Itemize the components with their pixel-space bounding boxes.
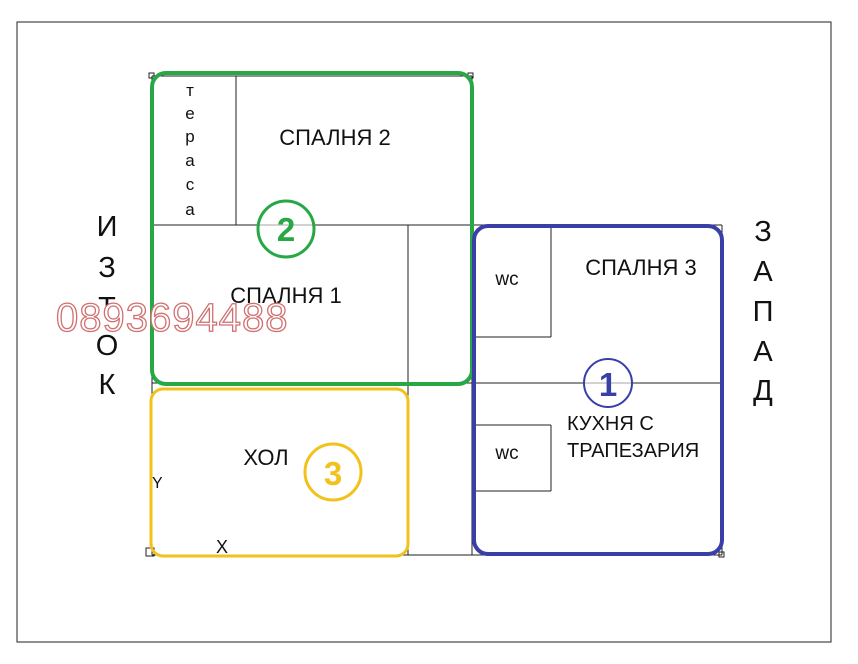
terrace-letter: е bbox=[185, 104, 194, 123]
room-label-bedroom-2: СПАЛНЯ 2 bbox=[279, 125, 390, 150]
zone-3-badge: 3 bbox=[303, 442, 363, 502]
compass-letter: П bbox=[753, 296, 774, 328]
terrace-letter: т bbox=[186, 81, 194, 100]
zone-3-number: 3 bbox=[324, 455, 342, 492]
phone-watermark: 0893694488 bbox=[56, 296, 288, 340]
compass-letter: А bbox=[753, 336, 773, 368]
compass-letter: К bbox=[99, 369, 116, 401]
compass-east-label: И З Т О К bbox=[96, 211, 119, 401]
zone-2-number: 2 bbox=[277, 211, 295, 248]
axis-x-marker: X bbox=[216, 537, 228, 557]
room-label-kitchen-line-1: КУХНЯ С bbox=[567, 413, 654, 435]
terrace-letter: р bbox=[185, 127, 194, 146]
zone-2-badge: 2 bbox=[256, 199, 316, 259]
room-label-bedroom-1: СПАЛНЯ 1 bbox=[230, 283, 341, 308]
compass-letter: И bbox=[97, 211, 118, 243]
compass-letter: Д bbox=[753, 375, 773, 407]
axis-y-marker: Y bbox=[152, 475, 163, 492]
compass-letter: Т bbox=[98, 292, 116, 324]
zone-2-outline bbox=[150, 71, 474, 386]
compass-letter: З bbox=[98, 252, 116, 284]
zone-1-number: 1 bbox=[599, 366, 617, 403]
zone-1-outline bbox=[472, 224, 724, 556]
room-label-bedroom-3: СПАЛНЯ 3 bbox=[585, 255, 696, 280]
room-label-terrace: т е р а с а bbox=[185, 81, 195, 219]
room-label-hall: ХОЛ bbox=[243, 445, 288, 470]
compass-west-label: З А П А Д bbox=[753, 216, 774, 407]
terrace-letter: а bbox=[185, 151, 195, 170]
compass-letter: А bbox=[753, 256, 773, 288]
room-label-wc-lower: wc bbox=[494, 443, 518, 464]
terrace-letter: а bbox=[185, 200, 195, 219]
zone-3-outline bbox=[149, 387, 410, 558]
compass-letter: З bbox=[754, 216, 772, 248]
compass-letter: О bbox=[96, 330, 119, 362]
room-label-kitchen-line-2: ТРАПЕЗАРИЯ bbox=[567, 440, 699, 462]
room-label-wc-upper: wc bbox=[494, 269, 518, 290]
terrace-letter: с bbox=[186, 175, 195, 194]
zone-1-badge: 1 bbox=[583, 358, 633, 408]
outer-frame bbox=[16, 21, 832, 643]
